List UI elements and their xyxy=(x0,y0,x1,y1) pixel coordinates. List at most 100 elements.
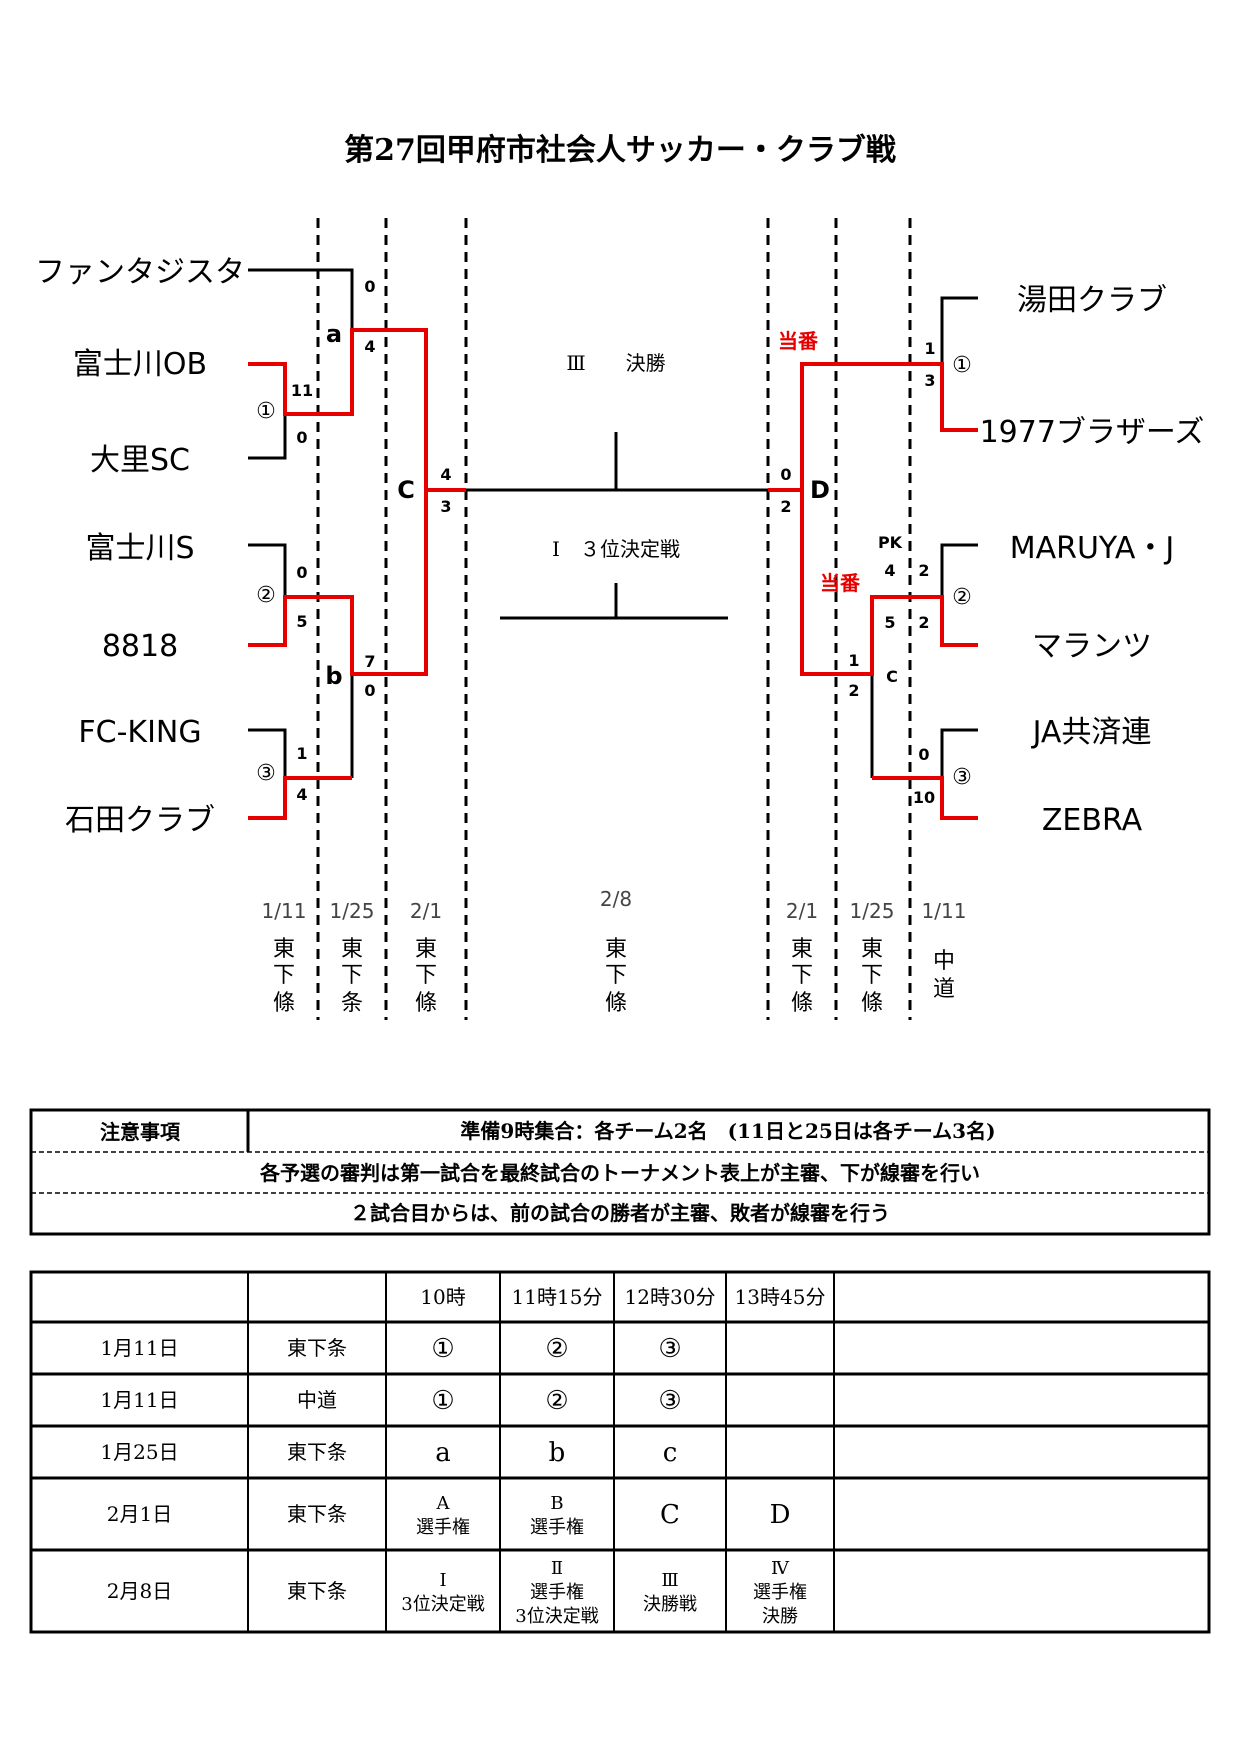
team-name: MARUYA・J xyxy=(1010,531,1175,566)
round-date: 1/11 xyxy=(922,899,967,923)
table-cell: 2月1日 xyxy=(107,1502,172,1526)
table-cell: 選手権 xyxy=(530,1517,584,1538)
right-scores: 1 3 2 2 PK 4 5 0 10 1 2 0 2 xyxy=(780,339,935,807)
venue-char: 下 xyxy=(415,963,437,988)
score: 11 xyxy=(291,381,313,400)
score: 4 xyxy=(296,785,307,804)
table-cell: ② xyxy=(545,1386,568,1416)
pk-score: 5 xyxy=(884,613,895,632)
venue-char: 東 xyxy=(273,937,295,962)
winner-path xyxy=(872,776,978,820)
bracket-line xyxy=(940,543,978,597)
venue-char: 條 xyxy=(605,991,627,1016)
round-separators xyxy=(316,218,912,1020)
venue-char: 道 xyxy=(933,977,955,1002)
venue-char: 條 xyxy=(861,991,883,1016)
venue-char: 下 xyxy=(605,963,627,988)
third-place-label: Ⅰ ３位決定戦 xyxy=(552,537,680,561)
winner-path xyxy=(248,328,466,492)
team-name: マランツ xyxy=(1032,629,1152,664)
match-label: C xyxy=(886,667,898,686)
table-header: 11時15分 xyxy=(512,1285,603,1309)
team-name: 1977ブラザーズ xyxy=(980,415,1205,450)
venue-char: 下 xyxy=(861,963,883,988)
team-name: 大里SC xyxy=(90,443,190,478)
score: 2 xyxy=(780,497,791,516)
venue-char: 條 xyxy=(273,991,295,1016)
table-header: 13時45分 xyxy=(735,1285,826,1309)
table-cell: 東下条 xyxy=(287,1502,347,1526)
table-cell: C xyxy=(660,1500,680,1530)
team-name: ファンタジスタ xyxy=(35,255,245,290)
pk-label: PK xyxy=(878,533,903,552)
table-cell: B xyxy=(550,1493,563,1514)
score: 4 xyxy=(364,337,375,356)
table-cell: a xyxy=(435,1438,451,1468)
round-dates: 1/11 1/25 2/1 2/8 2/1 1/25 1/11 xyxy=(262,887,967,923)
table-header: 10時 xyxy=(420,1285,465,1309)
score: 2 xyxy=(848,681,859,700)
match-label: b xyxy=(325,662,342,690)
match-number: ② xyxy=(256,583,276,608)
venue-char: 下 xyxy=(791,963,813,988)
notes-line: ２試合目からは、前の試合の勝者が主審、敗者が線審を行う xyxy=(350,1201,890,1225)
score: 1 xyxy=(296,744,307,763)
table-cell: ① xyxy=(431,1334,454,1364)
table-cell: c xyxy=(663,1438,678,1468)
final-label: Ⅲ 決勝 xyxy=(566,351,665,375)
table-cell: 東下条 xyxy=(287,1440,347,1464)
round-date: 2/1 xyxy=(410,899,442,923)
venue-char: 下 xyxy=(341,963,363,988)
score: 5 xyxy=(296,612,307,631)
team-name: 石田クラブ xyxy=(65,803,215,838)
table-cell: ③ xyxy=(658,1386,681,1416)
table-cell: b xyxy=(549,1438,566,1468)
table-cell: 1月11日 xyxy=(100,1336,178,1360)
score: 2 xyxy=(918,561,929,580)
bracket-line xyxy=(248,414,287,460)
winner-path xyxy=(800,490,978,676)
pk-score: 4 xyxy=(884,561,895,580)
table-cell: 選手権 xyxy=(753,1582,807,1603)
venue-char: 東 xyxy=(861,937,883,962)
team-name: 8818 xyxy=(102,629,178,664)
venue-char: 条 xyxy=(341,991,363,1016)
score: 0 xyxy=(296,428,307,447)
table-cell: Ⅱ xyxy=(551,1558,563,1579)
match-label: C xyxy=(397,476,415,504)
score: 0 xyxy=(364,681,375,700)
table-cell: 選手権 xyxy=(416,1517,470,1538)
right-bracket-red xyxy=(768,362,978,820)
score: 0 xyxy=(918,745,929,764)
match-number: ① xyxy=(952,353,972,378)
page-title: 第27回甲府市社会人サッカー・クラブ戦 xyxy=(344,133,896,168)
score: 10 xyxy=(913,788,935,807)
table-cell: D xyxy=(770,1500,791,1530)
notes-header: 注意事項 xyxy=(100,1120,181,1144)
table-cell: 東下条 xyxy=(287,1579,347,1603)
table-cell: 1月11日 xyxy=(100,1388,178,1412)
table-cell: 東下条 xyxy=(287,1336,347,1360)
table-cell: ③ xyxy=(658,1334,681,1364)
score: 0 xyxy=(364,277,375,296)
round-date: 2/8 xyxy=(600,887,632,911)
table-cell: 決勝 xyxy=(762,1606,798,1627)
table-border xyxy=(29,1270,1211,1634)
table-cell: 中道 xyxy=(297,1388,337,1412)
table-cell: 3位決定戦 xyxy=(515,1606,598,1627)
score: 2 xyxy=(918,613,929,632)
round-date: 1/25 xyxy=(330,899,375,923)
team-name: ZEBRA xyxy=(1042,803,1143,838)
table-cell: Ⅰ xyxy=(439,1570,446,1591)
notes-line: 準備9時集合：各チーム2名 (11日と25日は各チーム3名) xyxy=(460,1119,995,1143)
notes-box: 注意事項 準備9時集合：各チーム2名 (11日と25日は各チーム3名) 各予選の… xyxy=(29,1108,1211,1236)
score: 1 xyxy=(848,651,859,670)
notes-line: 各予選の審判は第一試合を最終試合のトーナメント表上が主審、下が線審を行い xyxy=(259,1161,980,1185)
table-cell: 決勝戦 xyxy=(643,1594,697,1615)
venue-char: 條 xyxy=(791,991,813,1016)
score: 4 xyxy=(440,465,451,484)
bracket-line xyxy=(940,296,978,364)
right-teams: 湯田クラブ 1977ブラザーズ MARUYA・J マランツ JA共済連 ZEBR… xyxy=(980,283,1205,838)
round-date: 1/11 xyxy=(262,899,307,923)
